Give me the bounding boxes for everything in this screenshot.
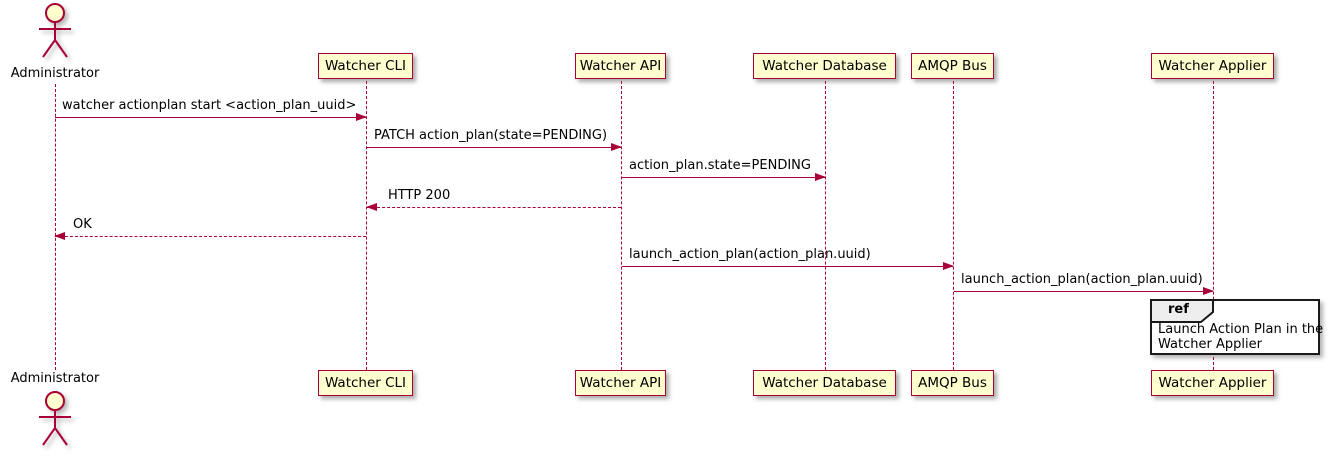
message-6-line (622, 266, 953, 267)
participant-label: Watcher CLI (324, 375, 407, 391)
participant-label: Watcher CLI (324, 58, 407, 74)
participant-label: AMQP Bus (918, 58, 987, 74)
message-6-label: launch_action_plan(action_plan.uuid) (629, 247, 871, 262)
participant-label: Watcher Applier (1158, 58, 1267, 74)
arrowhead-right-icon (1203, 287, 1214, 295)
lifeline-amqp-bus (953, 81, 954, 370)
arrowhead-right-icon (356, 113, 367, 121)
message-3-label: action_plan.state=PENDING (629, 158, 811, 173)
arrowhead-right-icon (611, 143, 622, 151)
ref-fragment: ref Launch Action Plan in the Watcher Ap… (1150, 299, 1324, 355)
message-7-line (954, 291, 1213, 292)
ref-tab-icon (1150, 299, 1214, 323)
arrowhead-right-icon (815, 173, 826, 181)
lifeline-watcher-applier (1213, 81, 1214, 370)
participant-label: Watcher API (579, 58, 662, 74)
arrowhead-left-icon (54, 232, 65, 240)
participant-watcher-applier-top: Watcher Applier (1151, 53, 1274, 79)
participant-watcher-cli-top: Watcher CLI (318, 53, 413, 79)
lifeline-watcher-cli (366, 81, 367, 370)
actor-name-top: Administrator (10, 66, 100, 81)
message-2-line (367, 147, 621, 148)
participant-amqp-bus-top: AMQP Bus (911, 53, 994, 79)
lifeline-watcher-api (621, 81, 622, 370)
arrowhead-left-icon (366, 203, 377, 211)
participant-label: Watcher Database (762, 58, 887, 74)
message-7-label: launch_action_plan(action_plan.uuid) (961, 272, 1203, 287)
lifeline-watcher-database (825, 81, 826, 370)
participant-label: AMQP Bus (918, 375, 987, 391)
message-4-line (367, 207, 621, 208)
message-3-line (622, 177, 825, 178)
ref-keyword: ref (1168, 302, 1189, 317)
actor-name-bottom: Administrator (10, 371, 100, 386)
participant-label: Watcher Applier (1158, 375, 1267, 391)
lifeline-administrator (55, 84, 56, 370)
arrowhead-right-icon (943, 262, 954, 270)
participant-watcher-database-top: Watcher Database (753, 53, 896, 79)
participant-watcher-applier-bottom: Watcher Applier (1151, 370, 1274, 396)
message-4-label: HTTP 200 (388, 188, 451, 203)
participant-watcher-database-bottom: Watcher Database (753, 370, 896, 396)
participant-watcher-api-bottom: Watcher API (575, 370, 666, 396)
message-1-line (55, 117, 366, 118)
participant-watcher-api-top: Watcher API (575, 53, 666, 79)
actor-icon (39, 391, 71, 446)
participant-watcher-cli-bottom: Watcher CLI (318, 370, 413, 396)
participant-label: Watcher API (579, 375, 662, 391)
message-5-line (55, 236, 366, 237)
participant-amqp-bus-bottom: AMQP Bus (911, 370, 994, 396)
message-5-label: OK (73, 217, 92, 232)
actor-icon (39, 3, 71, 58)
ref-text-line-1: Launch Action Plan in the (1158, 322, 1324, 337)
message-2-label: PATCH action_plan(state=PENDING) (374, 128, 608, 143)
ref-text-line-2: Watcher Applier (1158, 337, 1262, 352)
message-1-label: watcher actionplan start <action_plan_uu… (62, 98, 357, 113)
participant-label: Watcher Database (762, 375, 887, 391)
